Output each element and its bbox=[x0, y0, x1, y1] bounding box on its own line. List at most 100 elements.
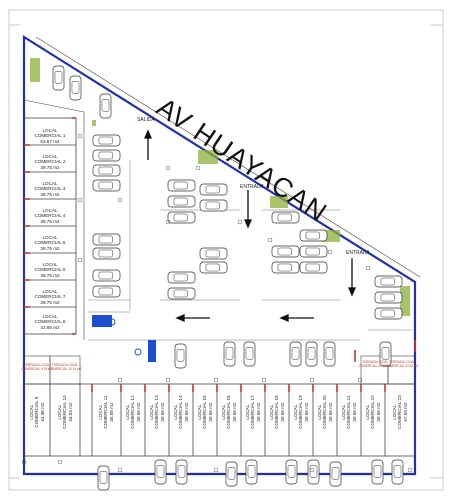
column-marker bbox=[77, 197, 83, 203]
column-marker bbox=[117, 197, 123, 203]
car bbox=[92, 233, 121, 246]
car bbox=[374, 291, 403, 304]
car bbox=[271, 261, 300, 274]
store-name: LOCAL COMERCIAL 2 bbox=[34, 154, 66, 165]
car bbox=[52, 65, 65, 91]
entrance-label-2: ENTRADA bbox=[346, 250, 370, 256]
frame-lines bbox=[8, 9, 444, 491]
car bbox=[289, 341, 302, 367]
store-name: LOCAL COMERCIAL 19 bbox=[292, 395, 304, 429]
car bbox=[307, 459, 320, 485]
store-area: 39.75 m2 bbox=[40, 299, 60, 305]
store-name: LOCAL COMERCIAL 21 bbox=[340, 395, 352, 429]
store-area: 53.57 m2 bbox=[40, 138, 60, 144]
store-name: LOCAL COMERCIAL 7 bbox=[34, 289, 66, 300]
car bbox=[167, 287, 196, 300]
car bbox=[92, 179, 121, 192]
store-name: LOCAL COMERCIAL 20 bbox=[316, 395, 328, 429]
car bbox=[374, 307, 403, 320]
traffic-arrows bbox=[144, 129, 356, 322]
car bbox=[92, 285, 121, 298]
store-area: 39.75 m2 bbox=[40, 164, 60, 170]
store-name: LOCAL COMERCIAL 23 bbox=[391, 395, 403, 429]
car bbox=[154, 459, 167, 485]
store-area: 30.58 m2 bbox=[108, 402, 114, 422]
car bbox=[174, 343, 187, 369]
car bbox=[167, 195, 196, 208]
terrace-label: TERRAZA LOCAL COMERCIAL 22 15 m2 bbox=[358, 360, 392, 368]
store-name: LOCAL COMERCIAL 4 bbox=[34, 208, 66, 219]
car bbox=[199, 247, 228, 260]
car bbox=[199, 183, 228, 196]
car bbox=[391, 459, 404, 485]
column-marker bbox=[165, 377, 171, 383]
car bbox=[167, 179, 196, 192]
store-name: LOCAL COMERCIAL 5 bbox=[34, 235, 66, 246]
store-area: 39.75 m2 bbox=[40, 245, 60, 251]
car bbox=[167, 211, 196, 224]
sidewalk-line bbox=[35, 36, 421, 278]
car bbox=[199, 199, 228, 212]
store-name: LOCAL COMERCIAL 8 bbox=[34, 314, 66, 325]
store-name: LOCAL COMERCIAL 15 bbox=[196, 395, 208, 429]
left-corridor-wall2 bbox=[23, 99, 85, 113]
column-marker bbox=[195, 165, 201, 171]
store-name: LOCAL COMERCIAL 16 bbox=[220, 395, 232, 429]
car bbox=[299, 261, 328, 274]
column-marker bbox=[261, 377, 267, 383]
store-name: LOCAL COMERCIAL 6 bbox=[34, 262, 66, 273]
store-area: 30.58 m2 bbox=[327, 402, 333, 422]
car bbox=[299, 245, 328, 258]
store-name: LOCAL COMERCIAL 17 bbox=[244, 395, 256, 429]
store-name: LOCAL COMERCIAL 1 bbox=[34, 128, 66, 139]
accessible-parking bbox=[92, 315, 156, 362]
terrace-label: TERRAZA LOCAL COMERCIAL 23 15 m2 bbox=[385, 360, 419, 368]
store-name: LOCAL COMERCIAL 9 bbox=[28, 396, 40, 428]
store-name: LOCAL COMERCIAL 13 bbox=[148, 395, 160, 429]
store-area: 30.58 m2 bbox=[135, 402, 141, 422]
store-name: LOCAL COMERCIAL 10 bbox=[56, 395, 68, 429]
store-name: LOCAL COMERCIAL 12 bbox=[124, 395, 136, 429]
car bbox=[305, 341, 318, 367]
car bbox=[69, 75, 82, 101]
terrace-label: TERRAZA LOCAL COMERCIAL 9 15 m2 bbox=[21, 363, 53, 371]
store-name: LOCAL COMERCIAL 3 bbox=[34, 181, 66, 192]
structural-columns bbox=[21, 133, 413, 473]
column-marker bbox=[117, 377, 123, 383]
store-area: 39.75 m2 bbox=[40, 218, 60, 224]
car bbox=[97, 465, 110, 491]
column-marker bbox=[213, 377, 219, 383]
car bbox=[199, 261, 228, 274]
store-name: LOCAL COMERCIAL 11 bbox=[97, 395, 109, 429]
store-area: 39.75 m2 bbox=[40, 191, 60, 197]
car bbox=[223, 341, 236, 367]
parked-cars bbox=[52, 65, 404, 491]
column-marker bbox=[213, 467, 219, 473]
column-marker bbox=[77, 257, 83, 263]
store-name: LOCAL COMERCIAL 22 bbox=[364, 395, 376, 429]
store-area: 30.58 m2 bbox=[375, 402, 381, 422]
store-area: 44.36 m2 bbox=[39, 402, 45, 422]
car bbox=[245, 459, 258, 485]
store-area: 30.58 m2 bbox=[159, 402, 165, 422]
store-area: 30.58 m2 bbox=[207, 402, 213, 422]
car bbox=[271, 245, 300, 258]
column-marker bbox=[407, 467, 413, 473]
terrace-label: TERRAZA LOCAL COMERCIAL 10 15 m2 bbox=[48, 363, 82, 371]
column-marker bbox=[309, 467, 315, 473]
car bbox=[379, 341, 392, 367]
